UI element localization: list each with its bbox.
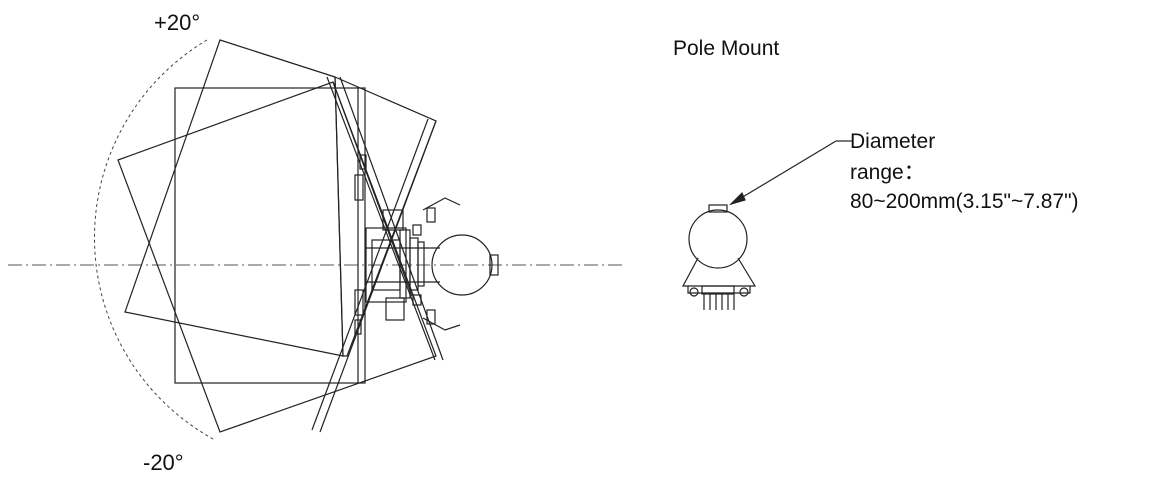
housing-neutral: [174, 87, 366, 384]
diameter-label-line1: Diameter: [850, 130, 935, 153]
mount-bracket: [365, 197, 461, 331]
pole-side-circle: [431, 234, 493, 296]
angle-bottom-label: -20°: [143, 450, 184, 475]
diameter-leader: [728, 140, 852, 206]
diameter-label-line3: 80~200mm(3.15"~7.87"): [850, 190, 1079, 213]
angle-top-label: +20°: [154, 10, 200, 35]
tilt-range-arc: [93, 39, 216, 441]
tilt-side-view: [8, 39, 625, 441]
mount-title: Pole Mount: [673, 37, 779, 60]
diameter-label-line2: range：: [850, 161, 925, 184]
pole-top-view: [681, 204, 757, 310]
housing-tilted-down: [117, 81, 437, 433]
pole-circle: [688, 209, 748, 269]
